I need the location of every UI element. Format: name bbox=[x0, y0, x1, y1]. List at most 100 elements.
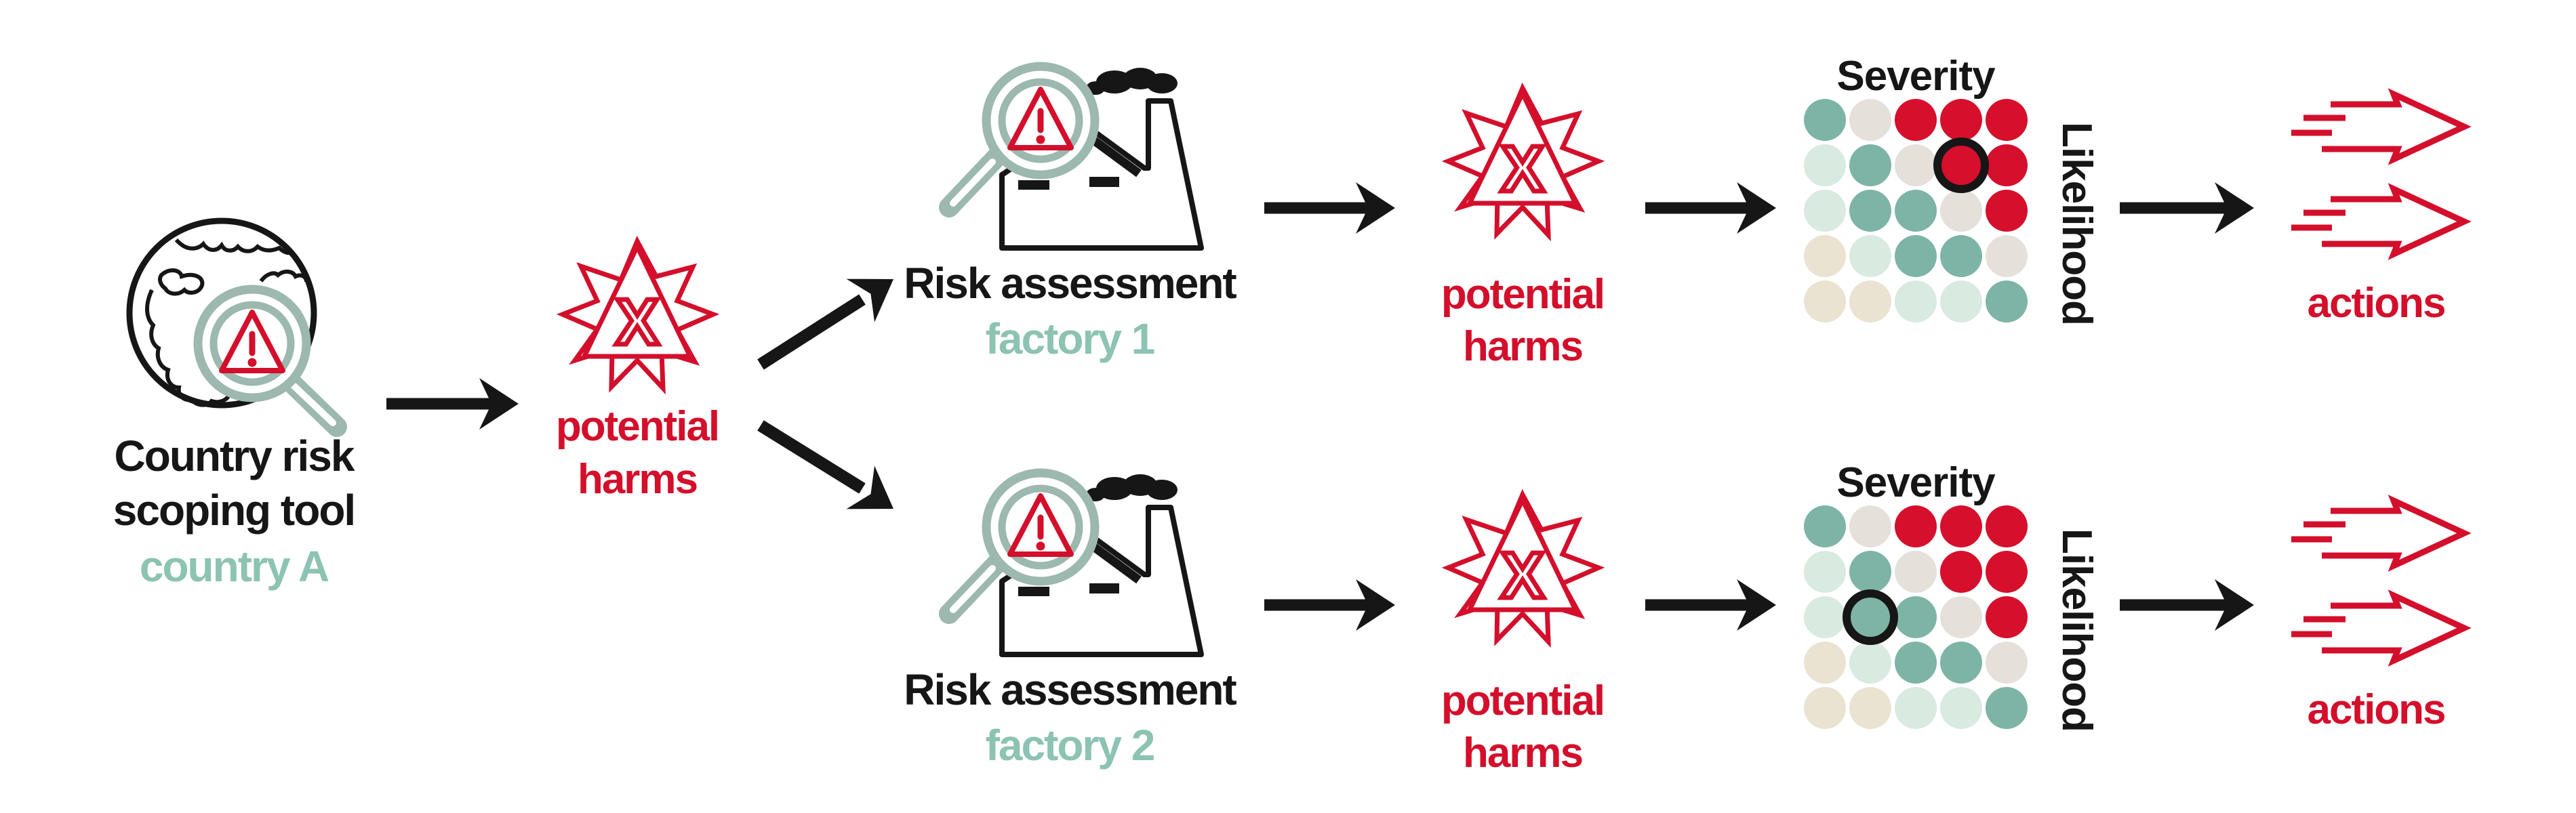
actions2-label: actions bbox=[2307, 686, 2444, 733]
harm-starburst-icon: X bbox=[1448, 88, 1598, 235]
matrix-dot-red bbox=[1986, 144, 2028, 186]
action-arrow-icon bbox=[2291, 596, 2464, 661]
matrix-dot-red bbox=[1940, 551, 1982, 593]
harms1-label-line1: potential bbox=[1441, 271, 1604, 318]
risk-matrix-1: Severity Likelihood bbox=[1804, 53, 2100, 325]
flow-arrow-harms1-to-matrix1 bbox=[1645, 182, 1776, 234]
country-magnifier-icon bbox=[198, 289, 347, 437]
flow-arrow-harms2-to-matrix2 bbox=[1645, 579, 1776, 631]
matrix-dot-teal bbox=[1940, 235, 1982, 277]
globe-continent-south bbox=[145, 289, 231, 407]
assessment2-subtitle: factory 2 bbox=[986, 721, 1154, 770]
severity-axis-label: Severity bbox=[1836, 53, 1996, 100]
likelihood-axis-label: Likelihood bbox=[2053, 122, 2100, 325]
country-tool-title-line2: scoping tool bbox=[113, 486, 355, 535]
country-tool-title-line1: Country risk bbox=[115, 432, 355, 480]
harms-root-label-line2: harms bbox=[578, 456, 697, 503]
flow-arrow-factory2-to-harms bbox=[1264, 579, 1395, 631]
matrix-dot-mint bbox=[1804, 190, 1846, 232]
matrix-dot-red bbox=[1986, 190, 2028, 232]
matrix-dot-mint bbox=[1895, 687, 1937, 729]
risk-assessment-factory1-node: Risk assessment factory 1 bbox=[904, 66, 1238, 363]
matrix-dot-cream bbox=[1849, 687, 1891, 729]
matrix-dot-teal bbox=[1849, 551, 1891, 593]
matrix-dot-teal bbox=[1849, 144, 1891, 186]
matrix-dot-teal bbox=[1895, 235, 1937, 277]
matrix-dot-teal bbox=[1986, 687, 2028, 729]
matrix-dot-gray bbox=[1895, 551, 1937, 593]
matrix-dot-red bbox=[1895, 505, 1937, 547]
matrix-dot-teal bbox=[1940, 642, 1982, 684]
matrix-dot-mint bbox=[1804, 144, 1846, 186]
matrix-dot-mint bbox=[1849, 642, 1891, 684]
matrix-dot-gray bbox=[1849, 505, 1891, 547]
matrix-dot-gray bbox=[1986, 642, 2028, 684]
matrix-dot-teal bbox=[1804, 505, 1846, 547]
warning-triangle-icon bbox=[198, 289, 306, 398]
matrix-dot-cream bbox=[1804, 280, 1846, 322]
matrix-dot-teal bbox=[1986, 280, 2028, 322]
actions2-node: actions bbox=[2291, 501, 2464, 733]
action-arrow-icon bbox=[2291, 94, 2464, 159]
risk-matrix-2: Severity Likelihood bbox=[1804, 459, 2100, 732]
harm-starburst-icon: X bbox=[1448, 495, 1598, 642]
factory-icon-2 bbox=[949, 473, 1201, 654]
matrix-dot-mint bbox=[1940, 280, 1982, 322]
harms2-label-line2: harms bbox=[1463, 730, 1582, 776]
potential-harms-root-node: X potential harms bbox=[556, 241, 720, 503]
action-arrow-icon bbox=[2291, 501, 2464, 566]
matrix-dot-red bbox=[1940, 144, 1982, 186]
potential-harms-factory1-node: X potential harms bbox=[1441, 88, 1605, 370]
branch-arrow-to-factory1 bbox=[757, 257, 908, 370]
matrix-dot-teal bbox=[1804, 99, 1846, 141]
flow-arrow-matrix1-to-actions bbox=[2120, 182, 2254, 234]
globe-continent-west bbox=[158, 268, 205, 296]
matrix-dot-red bbox=[1986, 551, 2028, 593]
matrix-dot-mint bbox=[1804, 596, 1846, 638]
matrix-dot-cream bbox=[1804, 687, 1846, 729]
potential-harms-factory2-node: X potential harms bbox=[1441, 495, 1605, 776]
matrix-dot-red bbox=[1940, 99, 1982, 141]
matrix-highlight-ring bbox=[1843, 589, 1898, 645]
harm-x-mark: X bbox=[1501, 133, 1544, 205]
matrix-dot-gray bbox=[1940, 596, 1982, 638]
matrix-highlight-ring bbox=[1933, 138, 1989, 193]
branch-arrow-to-factory2 bbox=[757, 420, 908, 530]
harms1-label-line2: harms bbox=[1463, 323, 1582, 370]
risk-matrix-grid bbox=[1804, 505, 2028, 729]
country-risk-node: Country risk scoping tool country A bbox=[113, 217, 357, 591]
matrix-dot-mint bbox=[1804, 551, 1846, 593]
matrix-dot-teal bbox=[1895, 596, 1937, 638]
globe-continent-north bbox=[174, 238, 291, 255]
flow-arrow-matrix2-to-actions bbox=[2120, 579, 2254, 631]
matrix-dot-teal bbox=[1849, 596, 1891, 638]
matrix-dot-teal bbox=[1895, 190, 1937, 232]
matrix-dot-gray bbox=[1895, 144, 1937, 186]
matrix-dot-gray bbox=[1986, 235, 2028, 277]
matrix-dot-mint bbox=[1849, 235, 1891, 277]
harm-x-mark: X bbox=[1501, 539, 1544, 612]
action-arrow-icon bbox=[2291, 189, 2464, 254]
matrix-dot-red bbox=[1895, 99, 1937, 141]
matrix-dot-red bbox=[1986, 505, 2028, 547]
severity-axis-label: Severity bbox=[1836, 459, 1996, 506]
matrix-dot-mint bbox=[1895, 280, 1937, 322]
likelihood-axis-label: Likelihood bbox=[2053, 528, 2100, 732]
matrix-dot-gray bbox=[1849, 99, 1891, 141]
matrix-dot-gray bbox=[1940, 190, 1982, 232]
globe-continent-east bbox=[259, 270, 308, 283]
matrix-dot-red bbox=[1940, 505, 1982, 547]
flow-arrow-scoping-to-harms bbox=[386, 378, 519, 430]
factory-icon-1 bbox=[949, 66, 1201, 248]
matrix-dot-red bbox=[1986, 596, 2028, 638]
harms2-label-line1: potential bbox=[1441, 678, 1604, 724]
harms-root-label-line1: potential bbox=[556, 403, 719, 450]
harm-starburst-icon: X bbox=[563, 241, 713, 388]
matrix-dot-red bbox=[1986, 99, 2028, 141]
risk-matrix-grid bbox=[1804, 99, 2028, 322]
matrix-dot-cream bbox=[1804, 235, 1846, 277]
assessment2-title: Risk assessment bbox=[904, 665, 1236, 714]
matrix-dot-cream bbox=[1849, 280, 1891, 322]
